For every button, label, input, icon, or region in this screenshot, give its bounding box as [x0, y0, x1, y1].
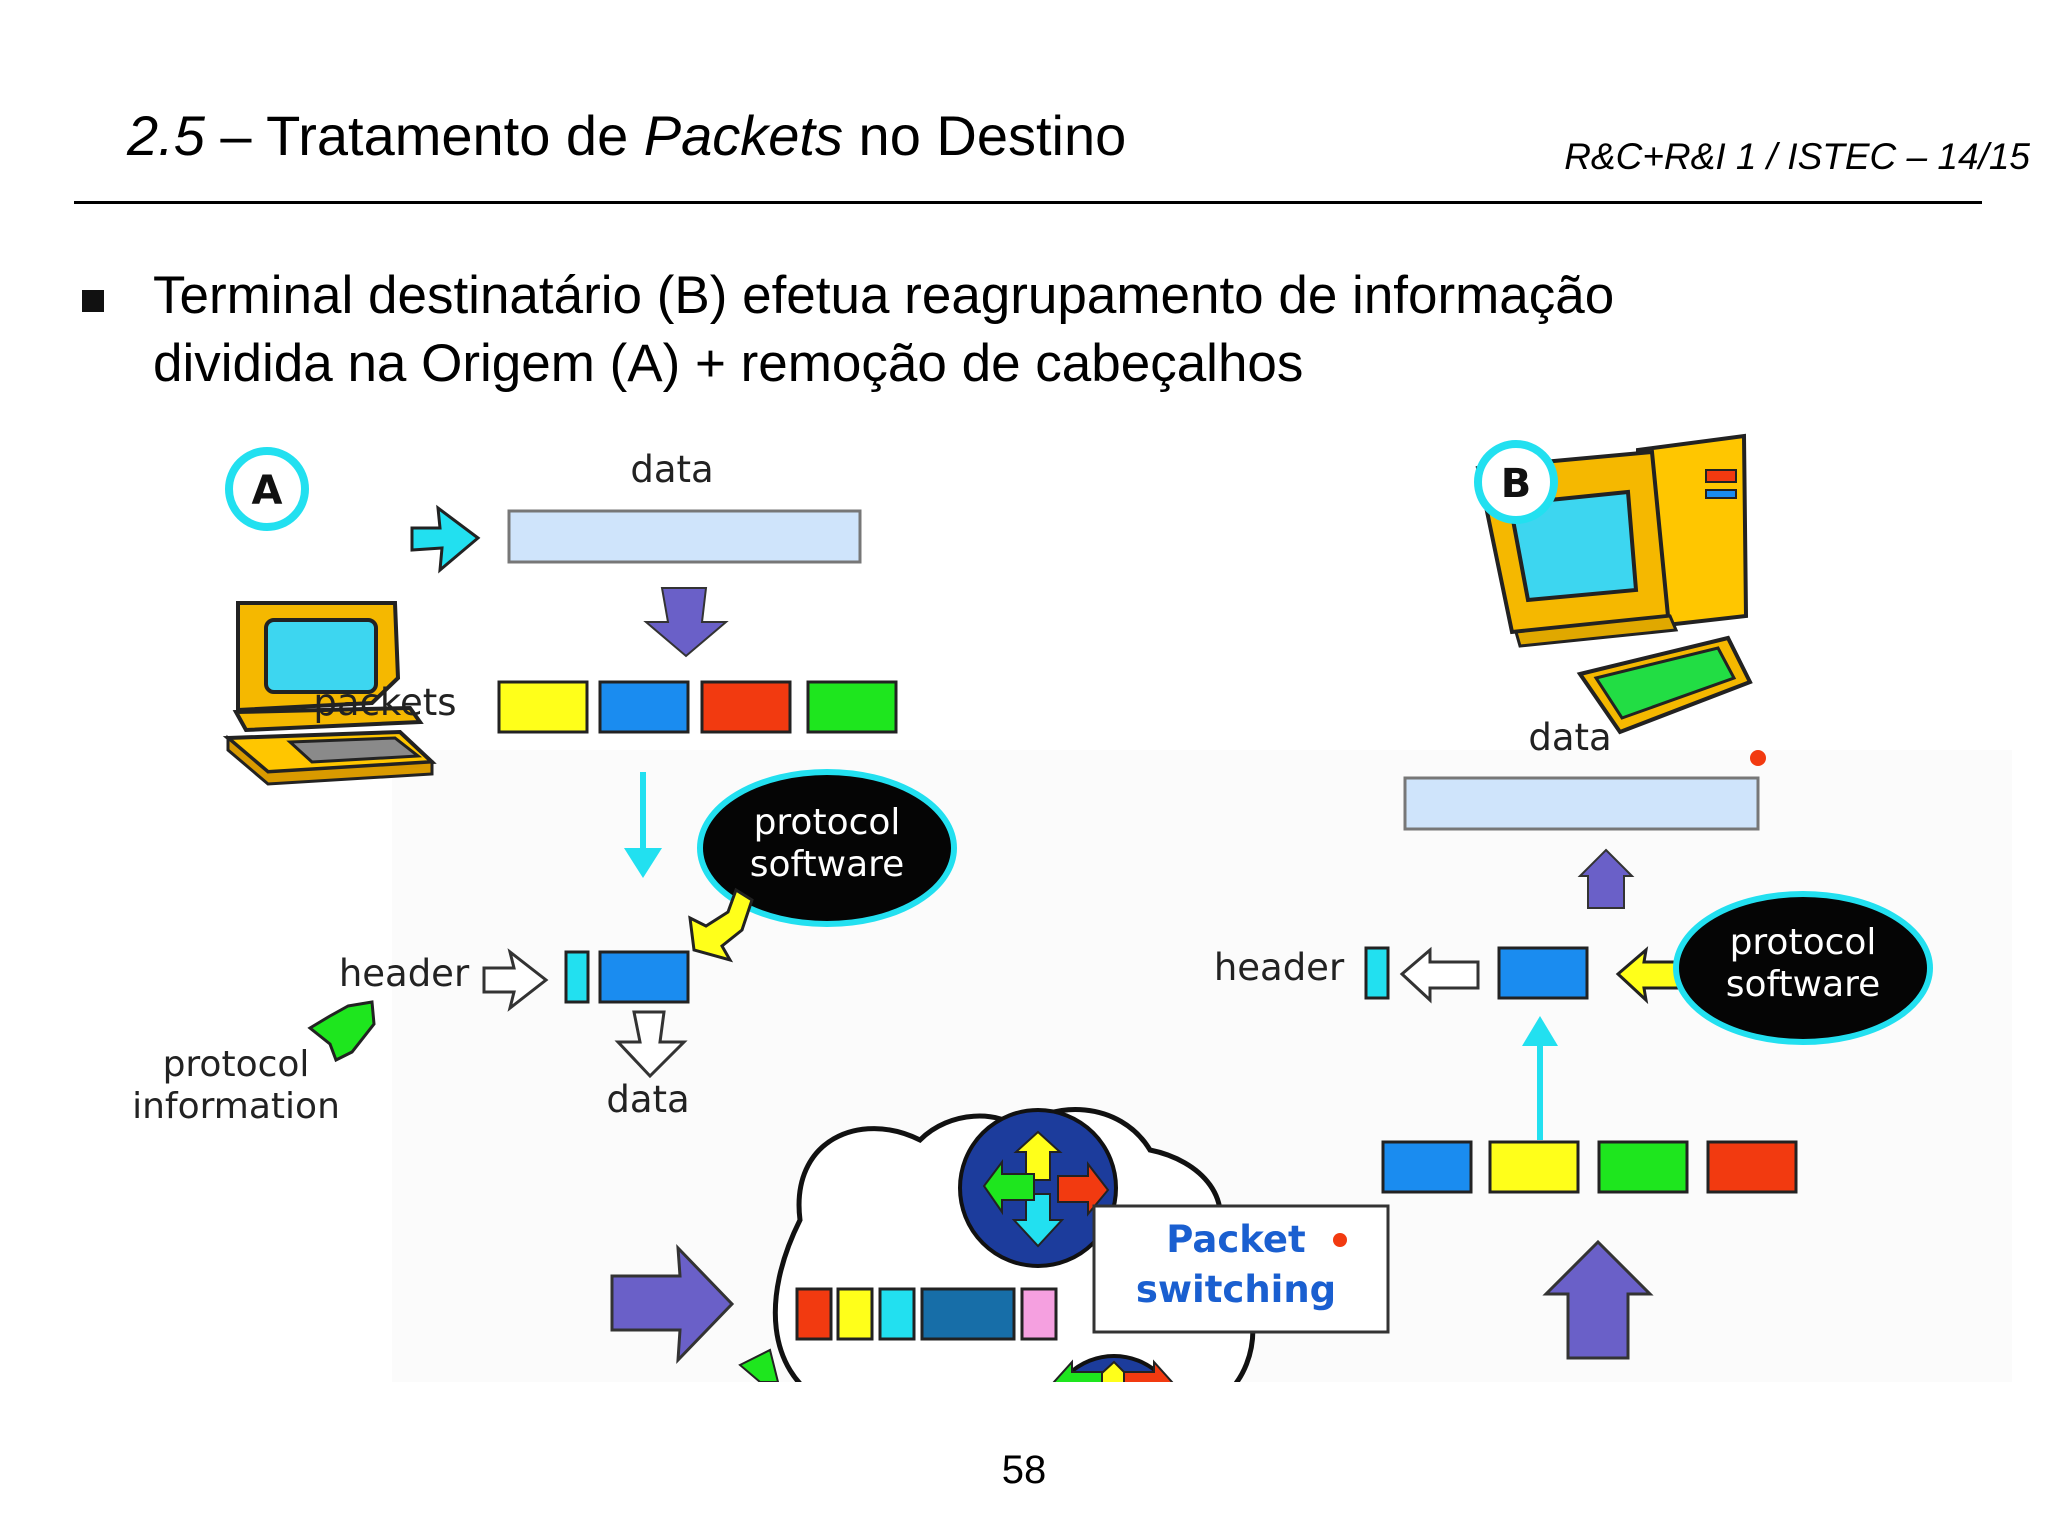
protocol-software-right-l2: software: [1726, 964, 1881, 1005]
red-dot-icon: [1333, 1233, 1347, 1247]
packet-switching-l1: Packet: [1166, 1218, 1305, 1261]
white-arrow-left-icon: [482, 948, 549, 1012]
packet-reassembly-diagram: A data packets protocol software header …: [132, 433, 2012, 1382]
cyan-arrow-down-icon: [624, 772, 662, 878]
yellow-arrow-icon: [688, 887, 754, 963]
white-arrow-down-icon: [614, 1010, 688, 1079]
purple-arrow-up-small-icon: [1577, 848, 1635, 909]
packet-switching-l2: switching: [1136, 1268, 1336, 1311]
protocol-software-left-l2: software: [750, 844, 905, 885]
packet-switching-box: Packet switching: [1092, 1204, 1390, 1334]
protocol-information-l2: information: [132, 1086, 340, 1127]
cyan-arrow-right-icon: [410, 504, 481, 574]
queue-packet-yellow: [836, 1287, 874, 1341]
queue-packet-darkblue: [920, 1287, 1016, 1341]
bullet-line-1: Terminal destinatário (B) efetua reagrup…: [153, 266, 1615, 325]
white-arrow-left-right-icon: [1399, 946, 1480, 1004]
router-icon-bottom: [1052, 1354, 1174, 1382]
data-label-right: data: [1528, 716, 1611, 759]
packet-payload-right: [1497, 946, 1589, 1000]
protocol-software-bubble-right: protocol software: [1673, 891, 1933, 1045]
queue-packet-cyan: [878, 1287, 916, 1341]
packets-label: packets: [313, 681, 456, 724]
packet-red: [700, 680, 792, 734]
header-label-left: header: [339, 952, 470, 995]
bullet-square-icon: [82, 290, 104, 312]
green-arrow-fragment-icon: [738, 1348, 780, 1382]
header-piece-left: [564, 950, 590, 1004]
packet-payload-left: [598, 950, 690, 1004]
queue-packet-pink: [1020, 1287, 1058, 1341]
queue-packet-red: [795, 1287, 833, 1341]
bullet-text: Terminal destinatário (B) efetua reagrup…: [153, 262, 1993, 398]
purple-arrow-right-icon: [610, 1243, 735, 1364]
bullet-line-2: dividida na Origem (A) + remoção de cabe…: [153, 334, 1304, 393]
title-italic-word: Packets: [643, 104, 843, 167]
badge-a: A: [225, 447, 309, 531]
protocol-software-right-l1: protocol: [1730, 922, 1877, 963]
received-packet-blue: [1381, 1140, 1473, 1194]
received-packet-green: [1597, 1140, 1689, 1194]
red-dot-marker-icon: [1750, 750, 1766, 766]
cyan-arrow-up-icon: [1522, 1016, 1558, 1140]
protocol-information-l1: protocol: [163, 1044, 310, 1085]
title-divider: [74, 201, 1982, 204]
protocol-software-left-l1: protocol: [754, 802, 901, 843]
received-packet-yellow: [1488, 1140, 1580, 1194]
purple-arrow-down-icon: [643, 587, 729, 658]
green-arrow-icon: [307, 1000, 376, 1063]
packet-yellow: [497, 680, 589, 734]
page-number: 58: [1001, 1448, 1047, 1492]
badge-a-label: A: [252, 468, 283, 514]
packet-green: [806, 680, 898, 734]
section-number: 2.5: [127, 104, 205, 167]
header-label-right: header: [1214, 946, 1345, 989]
slide-title: 2.5 – Tratamento de Packets no Destino: [127, 100, 1126, 172]
received-packet-red: [1706, 1140, 1798, 1194]
data-label-left-bottom: data: [606, 1078, 689, 1121]
badge-b: B: [1474, 440, 1558, 524]
title-text-2: no Destino: [842, 104, 1127, 167]
data-label-top: data: [630, 448, 713, 491]
purple-arrow-up-icon: [1542, 1239, 1654, 1360]
computer-a-icon: [222, 601, 437, 786]
course-label: R&C+R&I 1 / ISTEC – 14/15: [1564, 136, 2030, 177]
header-piece-right: [1364, 946, 1390, 1000]
router-icon-top: [958, 1108, 1118, 1268]
protocol-software-bubble-left: protocol software: [697, 769, 957, 927]
data-bar-top: [507, 509, 862, 564]
title-text-1: – Tratamento de: [204, 104, 644, 167]
data-bar-right: [1403, 776, 1760, 831]
badge-b-label: B: [1501, 461, 1532, 507]
packet-blue: [598, 680, 690, 734]
